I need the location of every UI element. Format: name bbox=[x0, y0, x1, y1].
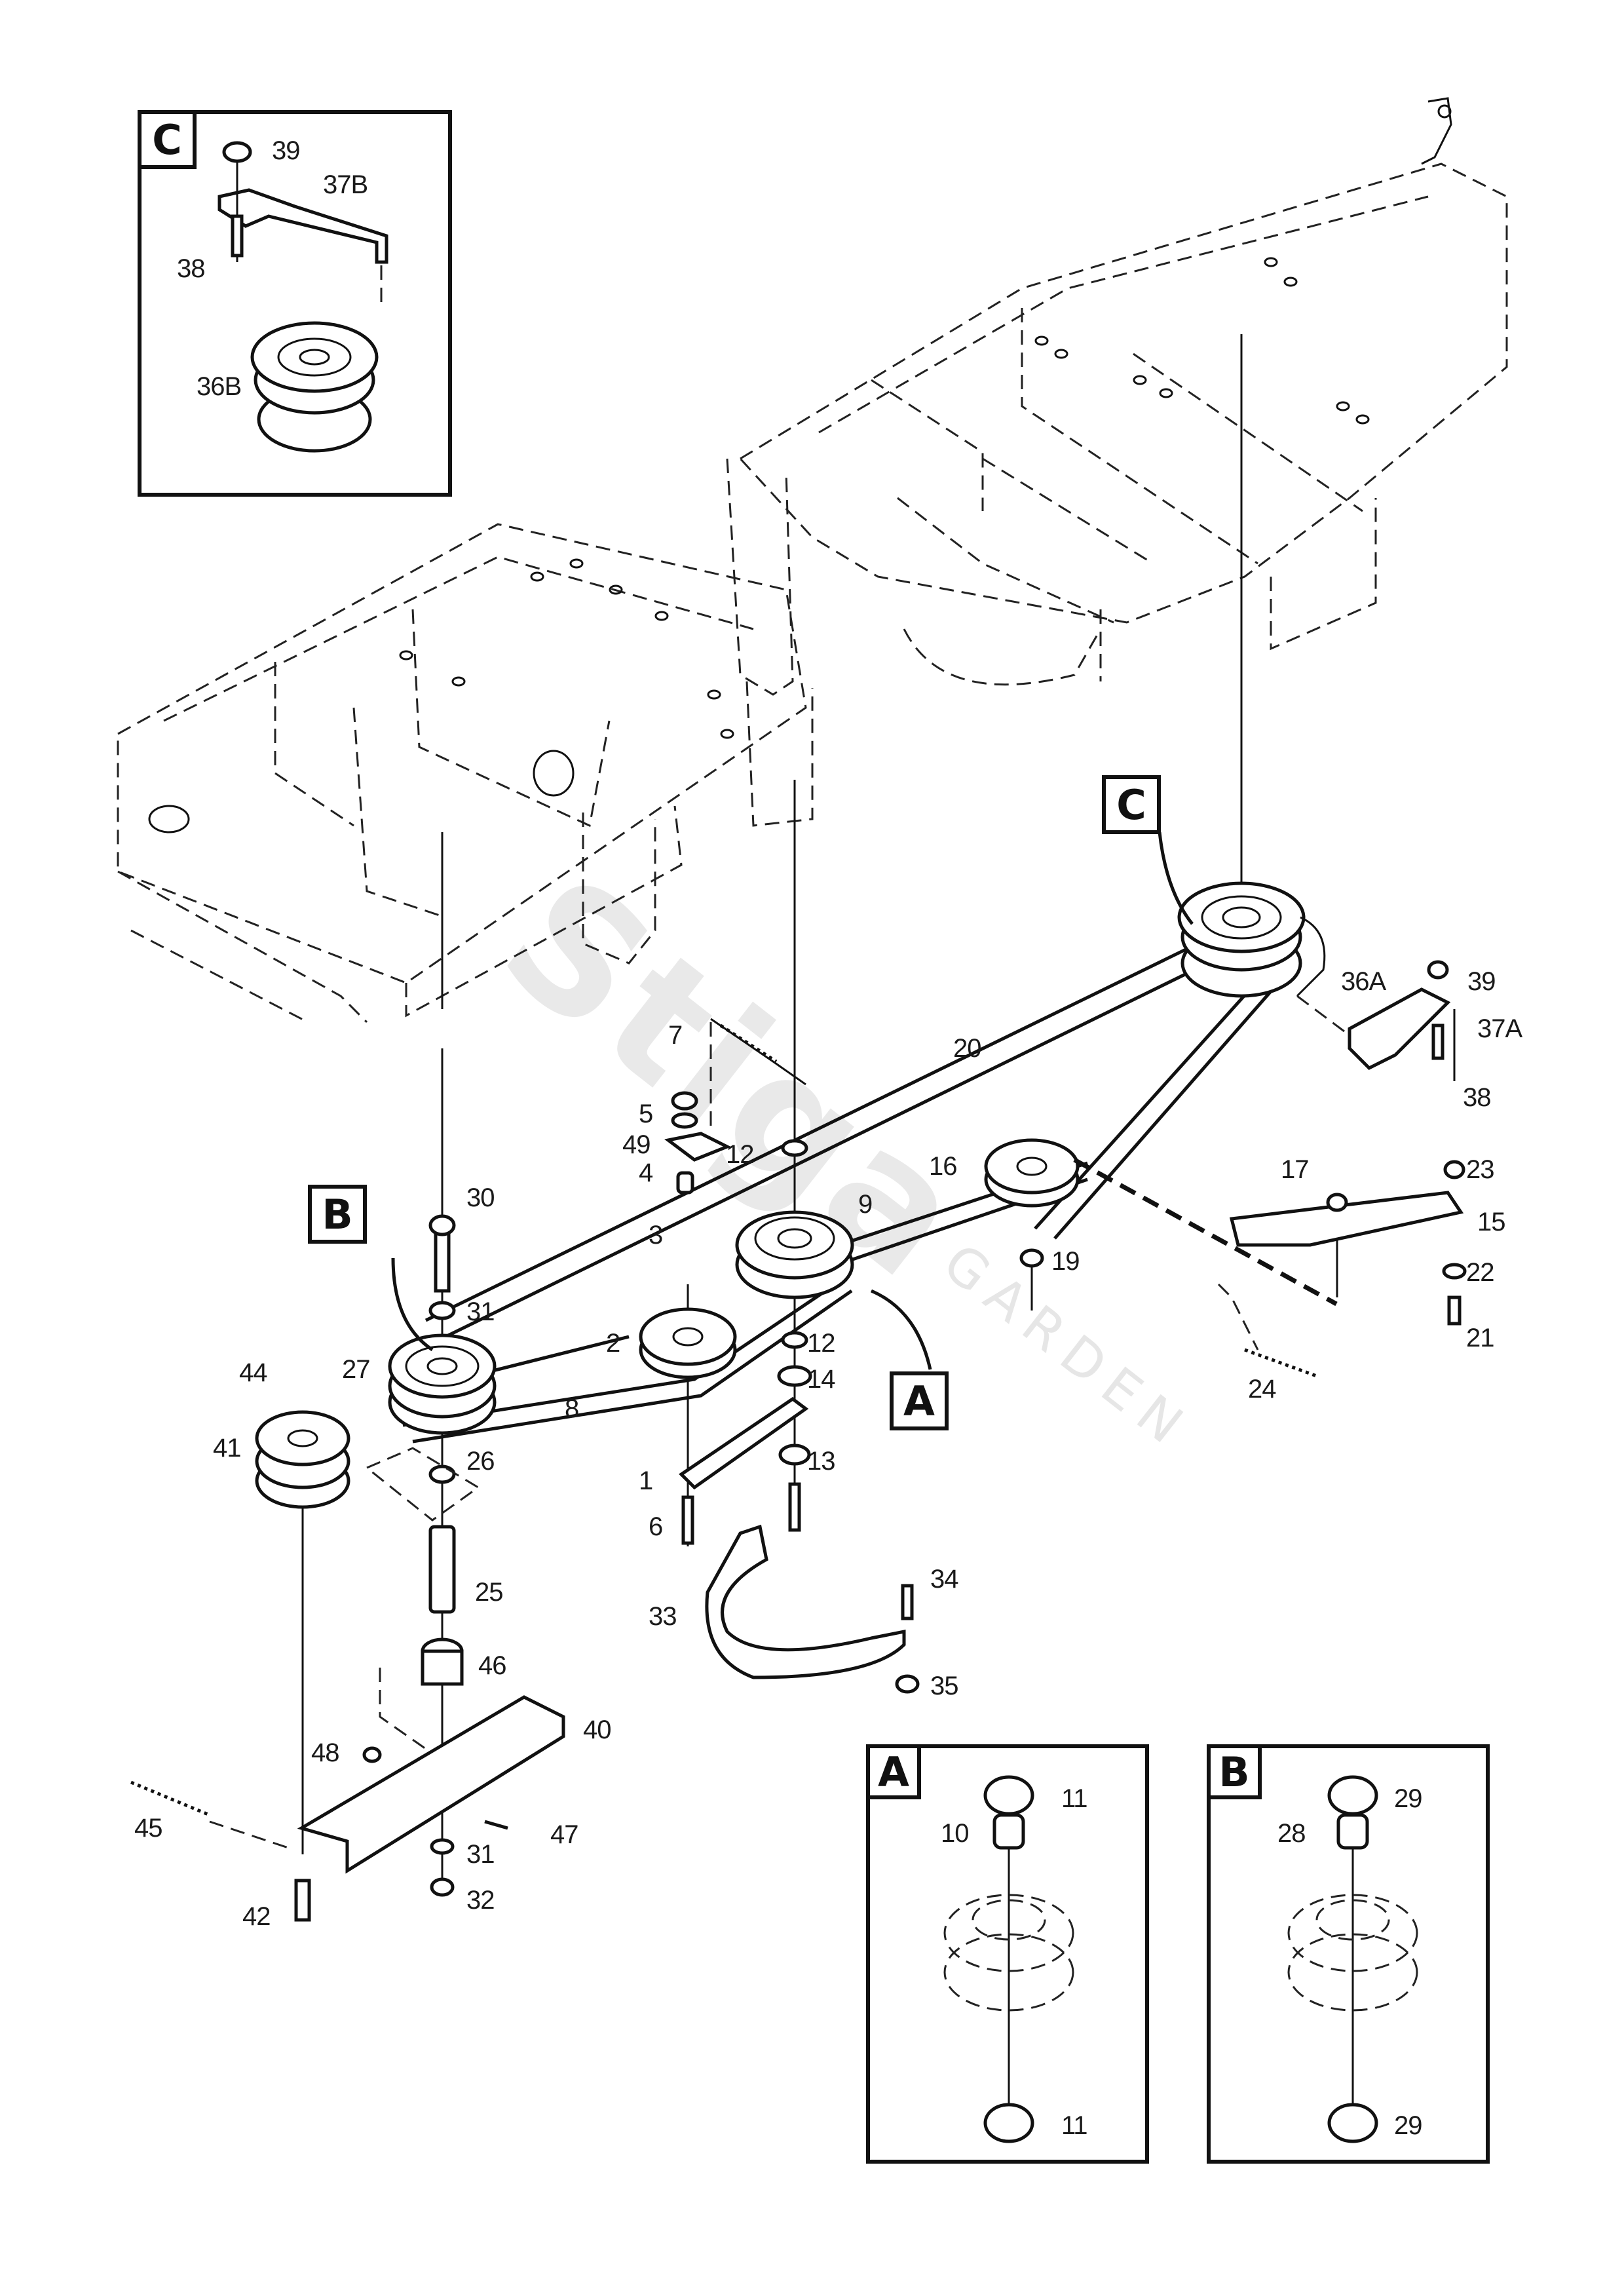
pulley-clutch-36A bbox=[1177, 881, 1326, 998]
inset-A-label-10: 10 bbox=[941, 1819, 969, 1848]
part-label-17: 17 bbox=[1281, 1155, 1309, 1184]
part-label-31-upper: 31 bbox=[466, 1297, 495, 1326]
inset-B-art bbox=[1287, 1775, 1418, 2143]
inset-C-label-37B: 37B bbox=[323, 170, 368, 199]
part-label-5: 5 bbox=[639, 1100, 653, 1128]
pulley-41 bbox=[255, 1410, 350, 1509]
part-label-39: 39 bbox=[1467, 967, 1496, 996]
inset-C-art bbox=[217, 141, 388, 453]
inset-C-label-39: 39 bbox=[272, 136, 300, 165]
part-label-13: 13 bbox=[807, 1447, 835, 1476]
part-label-35: 35 bbox=[930, 1672, 958, 1700]
part-label-2: 2 bbox=[606, 1329, 620, 1358]
part-label-36A: 36A bbox=[1341, 967, 1386, 996]
part-label-16: 16 bbox=[929, 1152, 957, 1181]
part-label-23: 23 bbox=[1466, 1155, 1494, 1184]
inset-B-label-28: 28 bbox=[1277, 1819, 1306, 1848]
callout-A: A bbox=[890, 1371, 949, 1430]
part-label-30: 30 bbox=[466, 1183, 495, 1212]
part-label-31-lower: 31 bbox=[466, 1840, 495, 1869]
part-label-32: 32 bbox=[466, 1886, 495, 1915]
inset-A-label-11-top: 11 bbox=[1061, 1784, 1088, 1813]
part-label-22: 22 bbox=[1466, 1258, 1494, 1287]
inset-B-label-29-bottom: 29 bbox=[1394, 2111, 1422, 2140]
inset-C-tag: C bbox=[138, 110, 197, 169]
part-label-7: 7 bbox=[668, 1021, 683, 1050]
inset-A-frame bbox=[866, 1744, 1149, 2164]
part-label-6: 6 bbox=[649, 1512, 663, 1541]
callout-C: C bbox=[1102, 775, 1161, 834]
hardware bbox=[130, 832, 1467, 1922]
inset-A-label-11-bottom: 11 bbox=[1061, 2111, 1088, 2140]
part-label-26: 26 bbox=[466, 1447, 495, 1476]
inset-C-label-38: 38 bbox=[177, 254, 205, 283]
part-label-47: 47 bbox=[550, 1820, 578, 1849]
part-label-49: 49 bbox=[622, 1130, 651, 1159]
drive-belts bbox=[402, 922, 1285, 1444]
part-label-40: 40 bbox=[583, 1715, 611, 1744]
part-label-12-upper: 12 bbox=[726, 1140, 754, 1169]
inset-B-frame bbox=[1207, 1744, 1490, 2164]
part-label-27: 27 bbox=[342, 1355, 370, 1384]
inset-B-label-29-top: 29 bbox=[1394, 1784, 1422, 1813]
inset-A-tag: A bbox=[866, 1744, 921, 1799]
part-label-14: 14 bbox=[807, 1365, 835, 1394]
part-label-34: 34 bbox=[930, 1565, 958, 1594]
part-label-45: 45 bbox=[134, 1814, 162, 1843]
inset-A-art bbox=[943, 1775, 1074, 2143]
part-label-1: 1 bbox=[639, 1466, 653, 1495]
part-label-15: 15 bbox=[1477, 1208, 1505, 1236]
inset-C-frame bbox=[138, 110, 452, 497]
part-label-4: 4 bbox=[639, 1158, 653, 1187]
tractor-frame bbox=[117, 97, 1508, 1024]
part-label-37A: 37A bbox=[1477, 1014, 1522, 1043]
part-label-8: 8 bbox=[565, 1394, 579, 1423]
part-label-21: 21 bbox=[1466, 1324, 1494, 1352]
callout-B: B bbox=[308, 1185, 367, 1244]
part-label-38: 38 bbox=[1463, 1083, 1491, 1112]
inset-B-tag: B bbox=[1207, 1744, 1262, 1799]
part-label-46: 46 bbox=[478, 1651, 506, 1680]
part-label-20: 20 bbox=[953, 1034, 981, 1063]
part-label-24: 24 bbox=[1248, 1375, 1276, 1404]
part-label-25: 25 bbox=[475, 1578, 503, 1607]
inset-C-label-36B: 36B bbox=[197, 372, 242, 401]
part-label-3: 3 bbox=[649, 1221, 663, 1250]
part-label-41: 41 bbox=[213, 1434, 241, 1463]
pulley-2 bbox=[639, 1307, 737, 1379]
part-label-9: 9 bbox=[858, 1190, 873, 1219]
frame-mount-holes bbox=[399, 257, 1370, 739]
part-label-48: 48 bbox=[311, 1738, 339, 1767]
pulley-16 bbox=[984, 1138, 1080, 1208]
pulley-27 bbox=[388, 1333, 497, 1435]
part-label-42: 42 bbox=[242, 1902, 271, 1931]
part-label-44: 44 bbox=[239, 1358, 267, 1387]
part-label-33: 33 bbox=[649, 1602, 677, 1631]
part-label-12-lower: 12 bbox=[807, 1329, 835, 1358]
part-label-19: 19 bbox=[1051, 1247, 1080, 1276]
pulley-9 bbox=[735, 1210, 854, 1299]
